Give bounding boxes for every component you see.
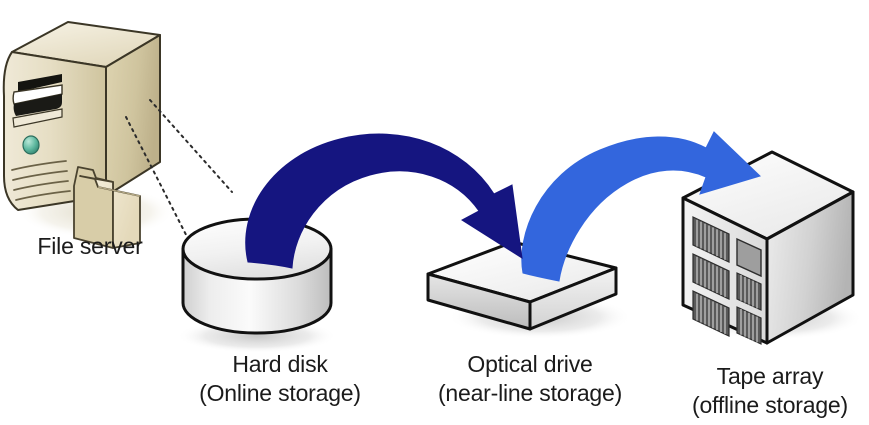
arrow-hard-disk-to-optical-drive xyxy=(245,133,523,269)
node-label-optical-drive: Optical drive (near-line storage) xyxy=(410,350,650,408)
hard-disk-label: Hard disk xyxy=(232,351,328,377)
node-tape-array[interactable] xyxy=(681,150,863,345)
node-label-hard-disk: Hard disk (Online storage) xyxy=(160,350,400,408)
server-status-led-icon xyxy=(22,135,40,155)
tape-array-cube-icon xyxy=(681,150,855,345)
file-server-label: File server xyxy=(37,233,143,259)
hard-disk-sublabel: (Online storage) xyxy=(199,380,361,406)
tape-array-sublabel: (offline storage) xyxy=(692,392,848,418)
node-optical-drive[interactable] xyxy=(426,240,632,339)
arrow-optical-drive-to-tape-array xyxy=(521,131,761,282)
tape-array-label: Tape array xyxy=(716,363,824,389)
optical-drive-box-icon xyxy=(426,240,618,331)
tape-slot-panels-icon xyxy=(692,216,762,345)
connector-file-server-to-hard-disk-upper xyxy=(149,99,233,193)
server-vent-lines-icon xyxy=(11,160,71,201)
folder-icon xyxy=(73,166,141,249)
optical-drive-sublabel: (near-line storage) xyxy=(437,380,623,406)
optical-drive-label: Optical drive xyxy=(467,351,593,377)
node-file-server[interactable] xyxy=(2,21,174,249)
node-label-file-server: File server xyxy=(0,232,180,261)
node-label-tape-array: Tape array (offline storage) xyxy=(670,362,869,420)
